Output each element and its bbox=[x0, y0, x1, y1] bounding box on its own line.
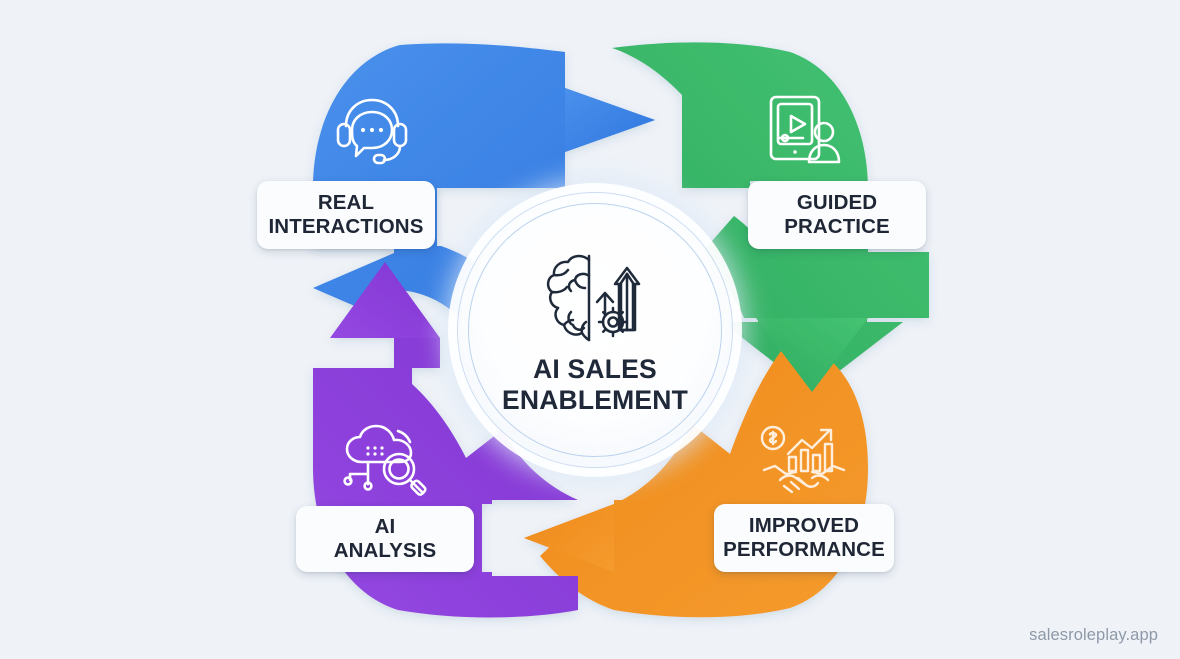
label-guided-practice[interactable]: GUIDED PRACTICE bbox=[748, 181, 926, 249]
watermark-text: salesroleplay.app bbox=[1029, 626, 1158, 644]
arrow-left-up-head bbox=[330, 262, 440, 338]
arrow-top-right bbox=[565, 88, 655, 152]
arrow-bottom-left bbox=[524, 504, 614, 572]
arrow-right-down-head bbox=[756, 318, 868, 392]
hub-title: AI SALES ENABLEMENT bbox=[501, 354, 689, 415]
brain-gear-growth-icon bbox=[546, 254, 641, 342]
center-hub: AI SALES ENABLEMENT bbox=[458, 193, 732, 467]
label-ai-analysis[interactable]: AI ANALYSIS bbox=[296, 506, 474, 572]
label-improved-performance[interactable]: IMPROVED PERFORMANCE bbox=[714, 504, 894, 572]
label-real-interactions[interactable]: REAL INTERACTIONS bbox=[257, 181, 435, 249]
